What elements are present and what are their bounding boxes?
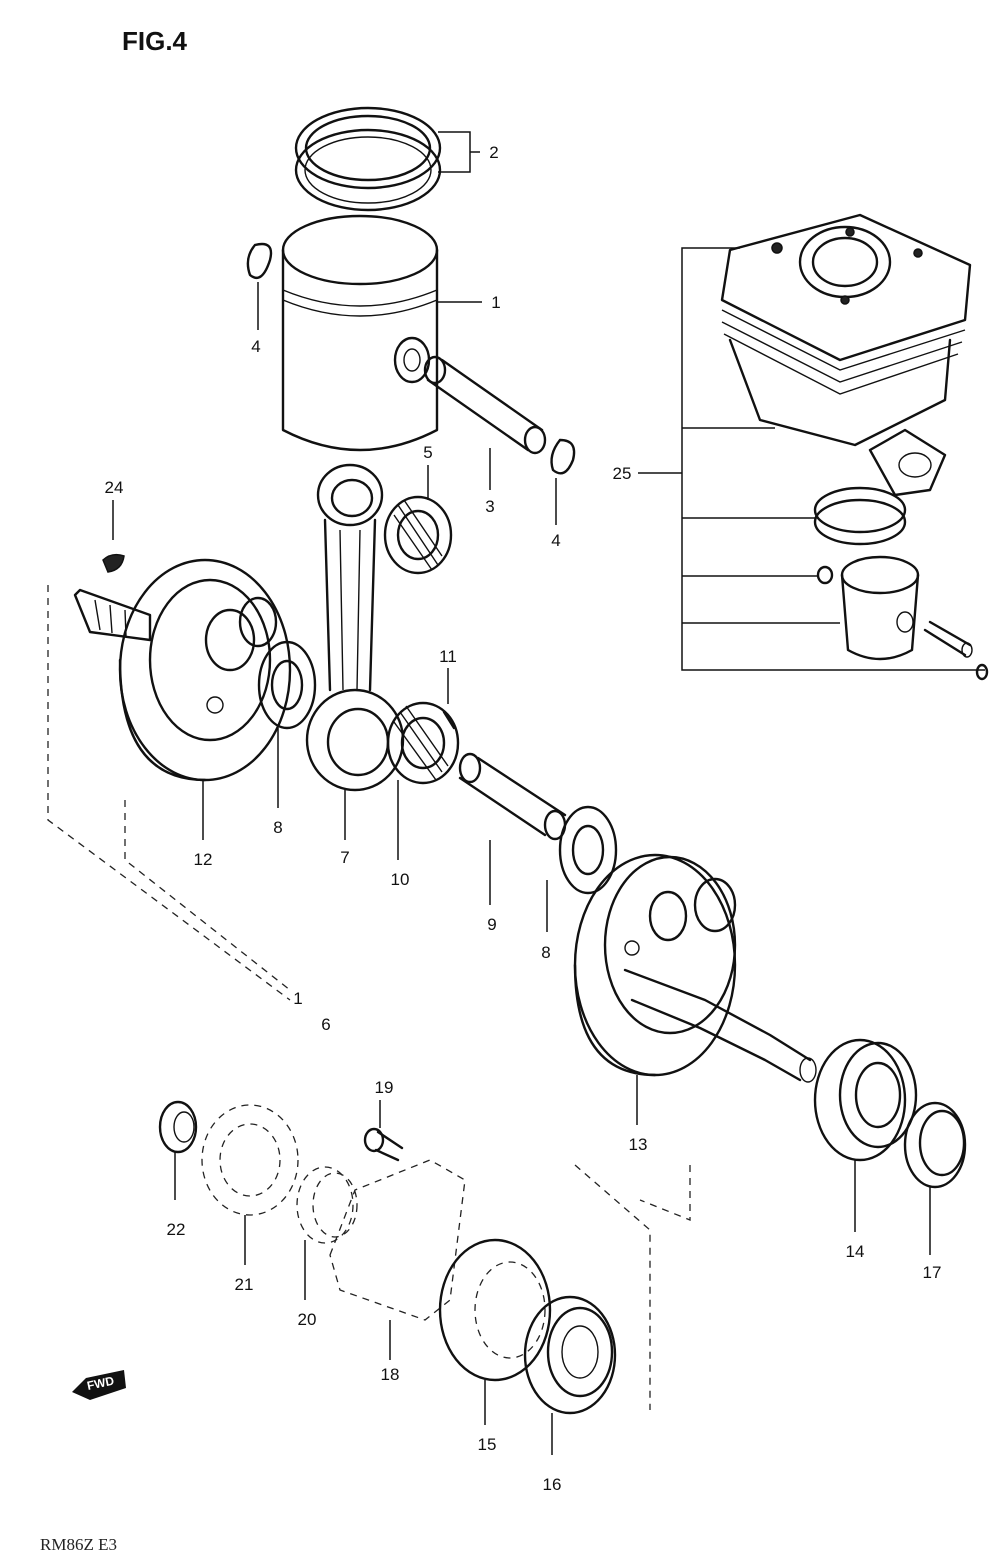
callout-5: 5 <box>423 443 432 462</box>
woodruff-key <box>102 553 125 573</box>
plate-18 <box>329 1159 466 1321</box>
crank-right <box>573 853 817 1083</box>
callout-4-left: 4 <box>251 337 260 356</box>
callout-7: 7 <box>340 848 349 867</box>
callout-25: 25 <box>613 464 632 483</box>
big-end-bearing <box>386 701 460 785</box>
callout-12: 12 <box>194 850 213 869</box>
forward-direction-icon: FWD <box>72 1370 126 1400</box>
callout-14: 14 <box>846 1242 865 1261</box>
callout-24: 24 <box>105 478 124 497</box>
callout-20: 20 <box>298 1310 317 1329</box>
callout-19: 19 <box>375 1078 394 1097</box>
figure-title: FIG.4 <box>122 26 188 56</box>
callout-8-right: 8 <box>541 943 550 962</box>
callout-22: 22 <box>167 1220 186 1239</box>
callout-4-right: 4 <box>551 531 560 550</box>
callout-13: 13 <box>629 1135 648 1154</box>
small-end-bearing <box>383 495 453 575</box>
gear-15 <box>438 1238 552 1382</box>
gear-21 <box>201 1104 299 1216</box>
callout-18: 18 <box>381 1365 400 1384</box>
bearing-20 <box>296 1166 358 1244</box>
piston-rings <box>294 106 442 212</box>
callout-15: 15 <box>478 1435 497 1454</box>
bearing-16 <box>523 1295 617 1415</box>
callout-8-left: 8 <box>273 818 282 837</box>
piston-pin <box>423 355 547 455</box>
callout-6: 6 <box>321 1015 330 1034</box>
thrust-washer-right <box>558 805 618 895</box>
crank-left <box>73 558 292 782</box>
callout-17: 17 <box>923 1263 942 1282</box>
cylinder-assembly-inset <box>638 213 989 681</box>
callout-9: 9 <box>487 915 496 934</box>
callout-16: 16 <box>543 1475 562 1494</box>
oil-seal <box>903 1101 967 1189</box>
crank-pin-key <box>442 710 456 730</box>
piston <box>281 214 439 452</box>
callout-2: 2 <box>489 143 498 162</box>
forward-label: FWD <box>86 1373 116 1392</box>
thrust-washer-left <box>257 640 317 730</box>
callout-1: 1 <box>491 293 500 312</box>
callout-3: 3 <box>485 497 494 516</box>
callout-1-assembly: 1 <box>293 989 302 1008</box>
leader-2 <box>438 131 471 173</box>
circlip-left <box>246 242 273 280</box>
crank-assembly-outline <box>47 585 691 1410</box>
callout-11: 11 <box>439 647 457 666</box>
seal-22 <box>158 1100 198 1154</box>
main-bearing <box>813 1038 918 1162</box>
footer-code: RM86Z E3 <box>40 1535 117 1554</box>
circlip-right <box>550 438 576 475</box>
bolt-19 <box>363 1127 404 1162</box>
callout-10: 10 <box>391 870 410 889</box>
crank-pin <box>458 752 567 841</box>
callout-21: 21 <box>235 1275 254 1294</box>
